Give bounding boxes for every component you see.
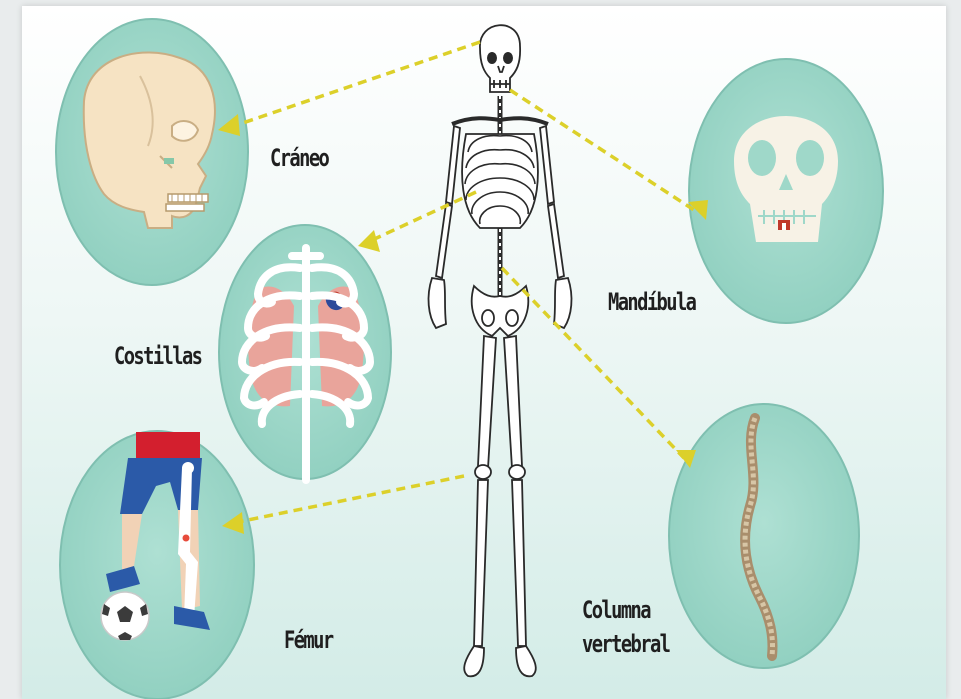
label-craneo: Cráneo bbox=[270, 146, 328, 171]
arrow-femur bbox=[238, 476, 464, 522]
columna-circle bbox=[669, 404, 859, 668]
arrow-costillas bbox=[368, 192, 476, 242]
label-mandibula: Mandíbula bbox=[608, 290, 695, 315]
label-columna-line2: vertebral bbox=[582, 632, 669, 657]
diagram-canvas: Cráneo Mandíbula Costillas Fémur Columna… bbox=[22, 6, 946, 699]
arrow-craneo bbox=[234, 42, 480, 126]
arrow-mandibula bbox=[510, 90, 694, 210]
label-columna-line1: Columna bbox=[582, 598, 650, 623]
label-costillas: Costillas bbox=[114, 344, 201, 369]
skeleton-figure bbox=[429, 25, 572, 676]
label-femur: Fémur bbox=[284, 628, 333, 653]
